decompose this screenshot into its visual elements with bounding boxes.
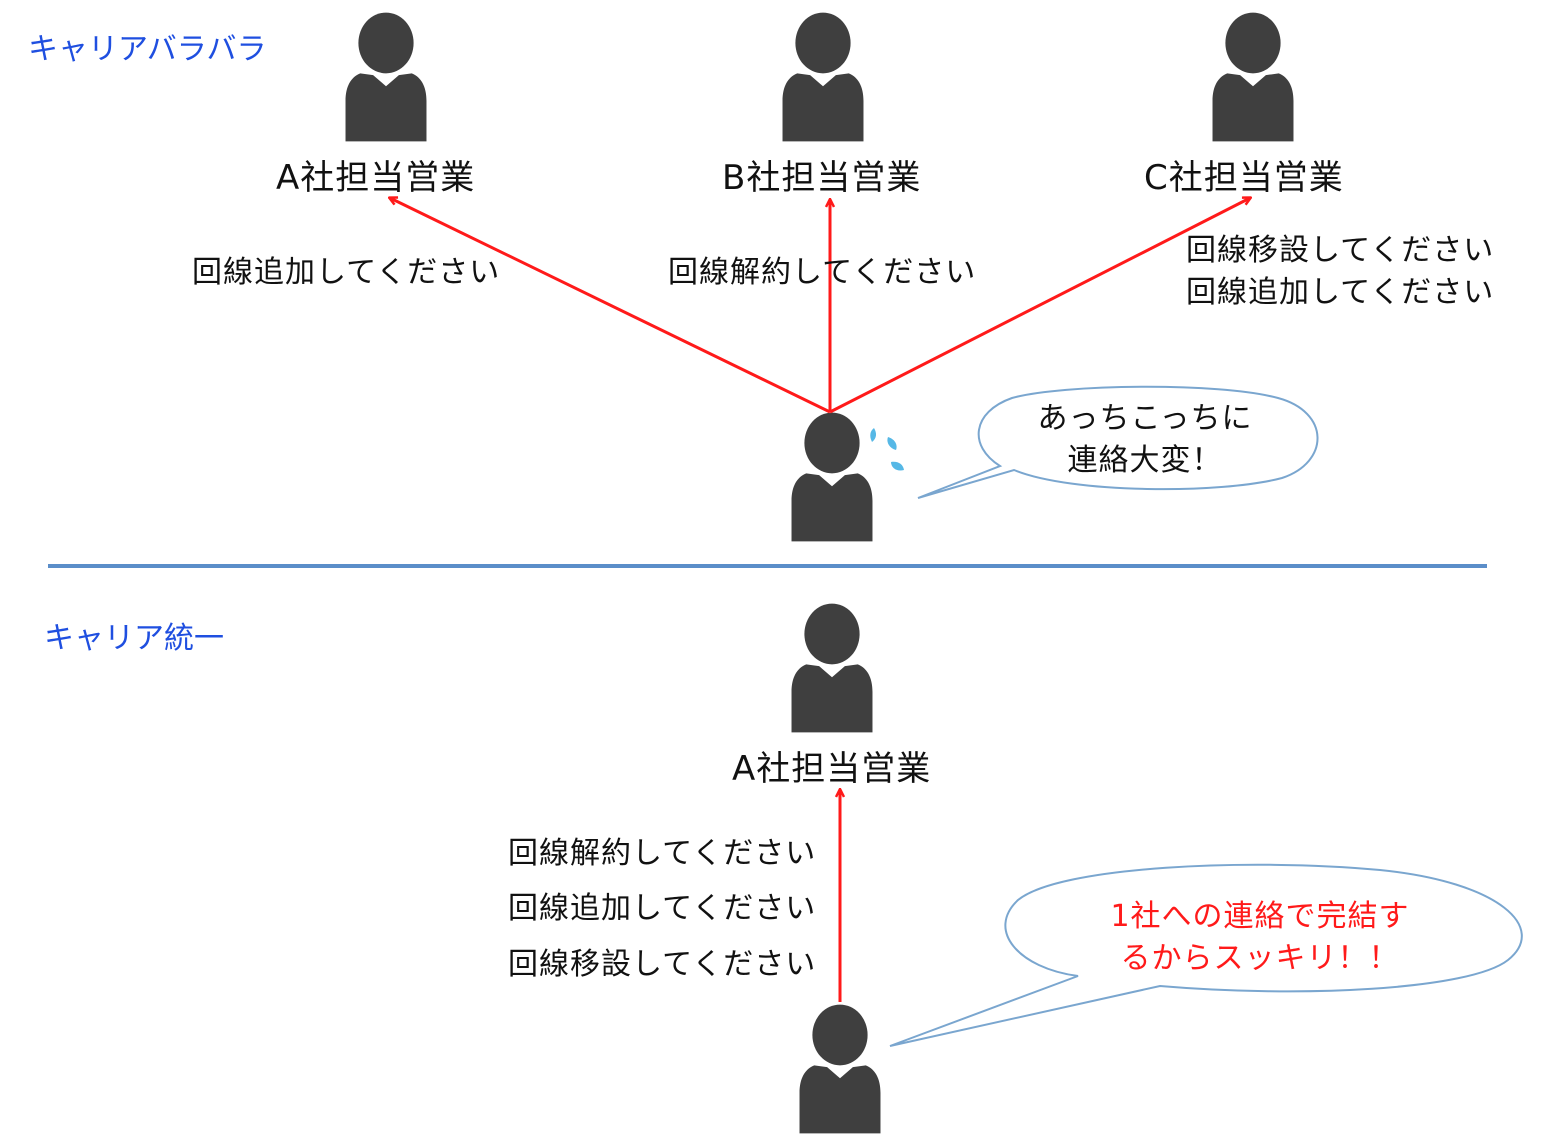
request-a-add: 回線追加してください (192, 255, 501, 290)
bubble-top-text: あっちこっちに 連絡大変！ (1020, 398, 1270, 482)
request-c-add: 回線追加してください (1186, 275, 1495, 310)
sweat-drops-icon (870, 428, 904, 471)
request-bottom-cancel: 回線解約してください (508, 836, 817, 871)
person-icon-customer-top (791, 412, 873, 542)
person-icon-b (782, 12, 864, 142)
request-bottom-move: 回線移設してください (508, 947, 817, 982)
carrier-a-bottom-label: A社担当営業 (732, 749, 932, 789)
request-c-move: 回線移設してください (1186, 233, 1495, 268)
request-bottom-add: 回線追加してください (508, 891, 817, 926)
request-b-cancel: 回線解約してください (668, 255, 977, 290)
carrier-c-label: C社担当営業 (1144, 158, 1344, 198)
carrier-a-label: A社担当営業 (276, 158, 476, 198)
section-title-separate: キャリアバラバラ (28, 32, 267, 67)
speech-bubble-top (917, 385, 1319, 499)
person-icon-c (1212, 12, 1294, 142)
person-icon-a-bottom (791, 603, 873, 733)
bubble-top-line-2: 連絡大変！ (1067, 443, 1223, 478)
person-icon-customer-bottom (799, 1004, 881, 1134)
speech-bubble-bottom (889, 863, 1523, 1047)
bubble-bottom-line-1: 1社への連絡で完結す (1110, 899, 1410, 934)
bubble-bottom-line-2: るからスッキリ！！ (1120, 941, 1400, 976)
carrier-b-label: B社担当営業 (722, 158, 922, 198)
bubble-bottom-text: 1社への連絡で完結す るからスッキリ！！ (1090, 896, 1430, 980)
arrow-to-c (829, 198, 1250, 414)
section-title-unified: キャリア統一 (44, 621, 224, 656)
bubble-top-line-1: あっちこっちに (1037, 401, 1253, 436)
person-icon-a (345, 12, 427, 142)
arrow-to-a (390, 198, 831, 414)
